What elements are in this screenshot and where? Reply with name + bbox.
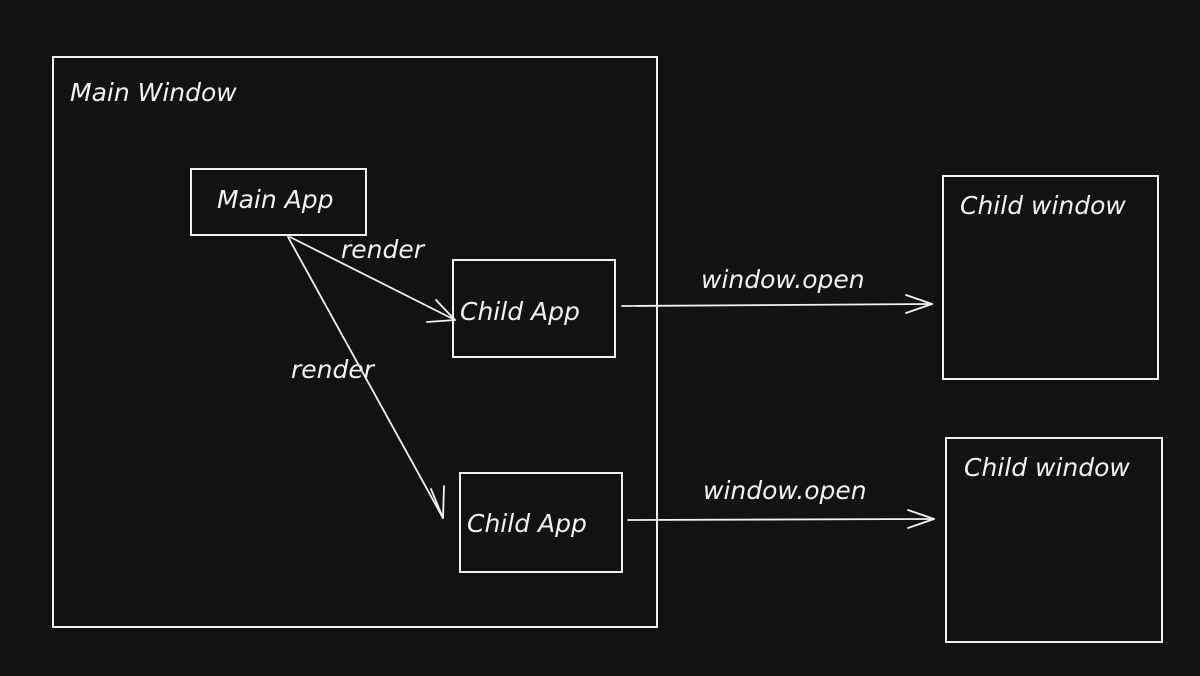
child-app-2: Child App [459,472,623,573]
main-app: Main App [190,168,367,236]
edge-window-open-2-line [627,518,935,521]
child-window-1-box [942,175,1159,380]
edge-render-2-label: render [291,355,376,384]
edge-window-open-2-label: window.open [703,476,867,505]
edge-render-1-arrowhead [426,299,456,323]
edge-window-open-1-line [621,303,933,307]
edge-window-open-1: window.open [621,265,933,314]
child-app-1-label: Child App [460,297,580,326]
main-app-box [190,168,367,236]
edge-window-open-2: window.open [627,476,935,529]
edge-render-2-line [287,236,444,519]
main-window: Main Window [52,56,658,628]
child-window-2-label: Child window [964,453,1130,482]
child-window-1: Child window [942,175,1159,380]
child-app-2-label: Child App [467,509,587,538]
edge-render-2-arrowhead [430,485,445,519]
edge-render-1-label: render [341,235,426,264]
edge-window-open-2-arrowhead [907,509,935,529]
child-app-2-box [459,472,623,573]
edge-window-open-1-label: window.open [701,265,865,294]
main-app-label: Main App [217,185,333,214]
child-window-1-label: Child window [960,191,1126,220]
edge-window-open-1-arrowhead [905,294,933,314]
edge-render-1: render [289,235,456,323]
child-app-1-box [452,259,616,358]
main-window-box [52,56,658,628]
main-window-label: Main Window [70,78,237,107]
edge-render-1-line [289,236,456,321]
child-window-2: Child window [945,437,1163,643]
child-window-2-box [945,437,1163,643]
child-app-1: Child App [452,259,616,358]
edge-render-2: render [287,236,445,519]
